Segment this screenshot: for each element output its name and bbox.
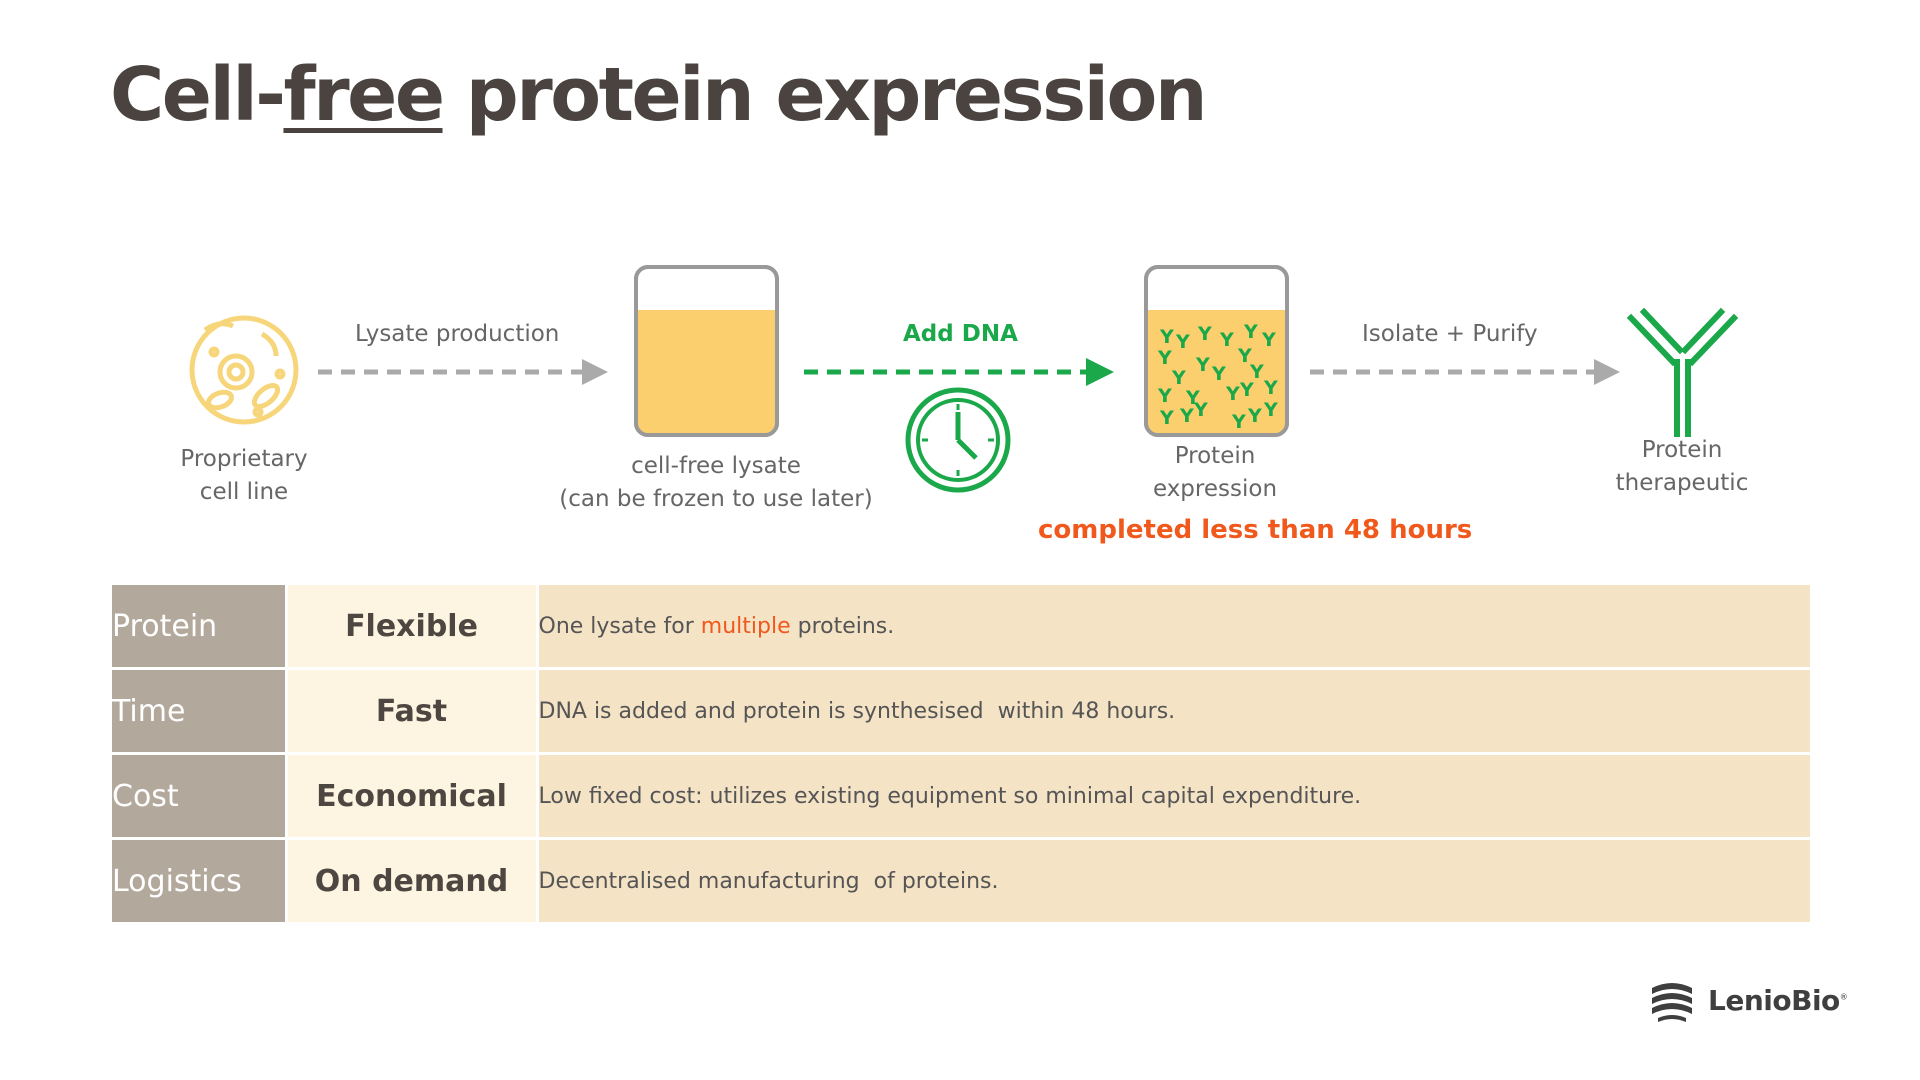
cell-line-label: Proprietary cell line (144, 443, 344, 509)
completed-note: completed less than 48 hours (1038, 515, 1473, 545)
lysate-label: cell-free lysate (can be frozen to use l… (556, 450, 876, 516)
svg-text:Y: Y (1159, 326, 1174, 348)
row-category: Time (112, 668, 288, 755)
arrow-isolate-purify (1310, 359, 1620, 385)
page-title: Cell-free protein expression (110, 52, 1208, 138)
step-label-isolate-purify: Isolate + Purify (1362, 321, 1538, 347)
lysate-label-line1: cell-free lysate (631, 453, 801, 479)
row-category: Cost (112, 753, 288, 840)
description-highlight: multiple (700, 613, 791, 639)
row-feature: Flexible (286, 585, 539, 670)
logo-name: LenioBio (1708, 984, 1840, 1017)
logo-icon (1652, 983, 1692, 1022)
svg-text:Y: Y (1179, 405, 1194, 427)
svg-text:Y: Y (1247, 405, 1262, 427)
svg-text:Y: Y (1157, 385, 1172, 407)
svg-text:Y: Y (1219, 329, 1234, 351)
svg-text:Y: Y (1237, 345, 1252, 367)
description-text-end: proteins. (790, 613, 895, 639)
title-underlined-word: free (283, 52, 445, 138)
svg-text:Y: Y (1243, 321, 1258, 343)
cell-icon (189, 315, 299, 425)
row-feature: Fast (286, 668, 539, 755)
beaker-icon (634, 265, 779, 437)
svg-text:Y: Y (1263, 399, 1278, 421)
svg-text:Y: Y (1225, 383, 1240, 405)
step-label-lysate-production: Lysate production (355, 321, 560, 347)
svg-text:Y: Y (1263, 377, 1278, 399)
row-category: Protein (112, 585, 288, 670)
cell-line-label-line1: Proprietary (180, 446, 308, 472)
svg-text:Y: Y (1175, 331, 1190, 353)
svg-text:Y: Y (1239, 379, 1254, 401)
svg-text:Y: Y (1195, 354, 1210, 376)
row-feature: On demand (286, 838, 539, 925)
svg-text:Y: Y (1159, 407, 1174, 429)
table-row: Cost Economical Low fixed cost: utilizes… (112, 753, 1810, 840)
svg-text:Y: Y (1197, 323, 1212, 345)
row-description: One lysate for multiple proteins. (537, 585, 1810, 670)
svg-text:Y: Y (1171, 367, 1186, 389)
svg-text:Y: Y (1157, 347, 1172, 369)
row-description: Decentralised manufacturing of proteins. (537, 838, 1810, 925)
svg-text:Y: Y (1261, 329, 1276, 351)
table-row: Time Fast DNA is added and protein is sy… (112, 668, 1810, 755)
table-row: Protein Flexible One lysate for multiple… (112, 585, 1810, 670)
row-category: Logistics (112, 838, 288, 925)
logo-registered-mark: ® (1839, 992, 1848, 1002)
arrow-lysate-production (318, 359, 608, 385)
row-description: Low fixed cost: utilizes existing equipm… (537, 753, 1810, 840)
svg-text:Y: Y (1185, 387, 1200, 409)
therapeutic-label-line1: Protein (1641, 437, 1723, 463)
expression-label-line2: expression (1152, 476, 1278, 502)
svg-text:Y: Y (1211, 363, 1226, 385)
cell-line-label-line2: cell line (199, 479, 289, 505)
lysate-label-line2: (can be frozen to use later) (559, 486, 873, 512)
antibody-icon (1626, 307, 1739, 437)
arrow-add-dna (804, 358, 1114, 386)
svg-text:Y: Y (1231, 411, 1246, 433)
clock-icon (905, 387, 1011, 493)
title-prefix: Cell- (110, 52, 286, 138)
expression-label-line1: Protein (1174, 443, 1256, 469)
svg-text:Y: Y (1249, 361, 1264, 383)
step-label-add-dna: Add DNA (903, 321, 1018, 347)
table-row: Logistics On demand Decentralised manufa… (112, 838, 1810, 925)
therapeutic-label-line2: therapeutic (1615, 470, 1749, 496)
logo: LenioBio® (1708, 984, 1848, 1017)
row-description: DNA is added and protein is synthesised … (537, 668, 1810, 755)
therapeutic-label: Protein therapeutic (1582, 434, 1782, 500)
svg-text:Y: Y (1193, 399, 1208, 421)
description-text: One lysate for (538, 613, 701, 639)
title-suffix: protein expression (442, 52, 1208, 138)
feature-table: Protein Flexible One lysate for multiple… (112, 585, 1810, 925)
row-feature: Economical (286, 753, 539, 840)
expression-label: Protein expression (1115, 440, 1315, 506)
